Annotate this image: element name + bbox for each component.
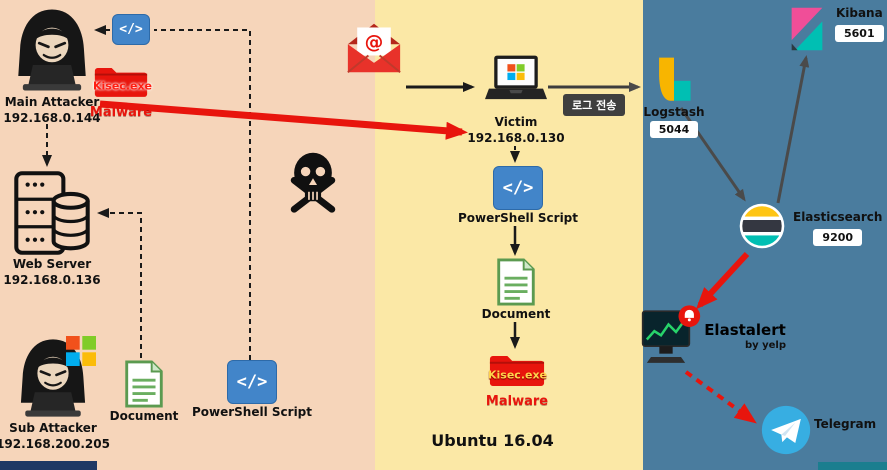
server-database-icon [11, 170, 93, 256]
node-main-attacker: Main Attacker 192.168.0.144 [3, 6, 101, 126]
bottom-left-strip [0, 461, 97, 470]
at-glyph: @ [365, 32, 384, 53]
node-malware-attacker: Kisec.exe Malware [90, 64, 152, 120]
node-victim: Victim 192.168.0.130 [467, 54, 565, 146]
hacker-icon [11, 6, 93, 94]
os-caption: Ubuntu 16.04 [431, 431, 554, 450]
web-server-ip: 192.168.0.136 [3, 273, 101, 287]
node-document-left: Document [110, 360, 178, 424]
document-mid-label: Document [481, 307, 551, 321]
malware-label: Malware [485, 394, 549, 409]
malware-folder-icon: Kisec.exe [93, 64, 153, 104]
document-icon [122, 360, 166, 408]
code-glyph: </> [236, 372, 268, 392]
elastalert-title: Elastalert [704, 321, 786, 339]
telegram-title: Telegram [814, 417, 877, 431]
logstash-icon [649, 56, 699, 104]
code-glyph: </> [119, 22, 143, 37]
malware-label: Malware [89, 105, 153, 120]
skull-icon [286, 150, 340, 214]
node-sub-attacker: Sub Attacker 192.168.200.205 [0, 336, 110, 452]
node-powershell-mid: </> PowerShell Script [458, 166, 578, 226]
windows-logo-icon [66, 336, 96, 366]
main-attacker-title: Main Attacker [4, 95, 100, 109]
malware-file-name: Kisec.exe [488, 368, 548, 382]
phishing-mail-icon: @ [344, 20, 404, 76]
node-document-mid: Document [482, 258, 550, 322]
kibana-title: Kibana [835, 6, 883, 20]
document-left-label: Document [109, 409, 179, 423]
powershell-mid-label: PowerShell Script [457, 211, 579, 225]
powershell-script-icon: </> [493, 166, 543, 210]
document-icon [494, 258, 538, 306]
hacker-icon [14, 336, 96, 420]
malware-file-name: Kisec.exe [93, 79, 153, 93]
web-server-title: Web Server [12, 257, 92, 271]
bottom-right-strip [818, 462, 887, 470]
sub-attacker-ip: 192.168.200.205 [0, 437, 110, 451]
logstash-title: Logstash [643, 105, 705, 119]
code-script-icon: </> [112, 14, 150, 45]
node-malware-victim: Kisec.exe Malware [486, 352, 548, 409]
victim-title: Victim [494, 115, 538, 129]
elasticsearch-icon [738, 202, 786, 250]
kibana-port: 5601 [835, 25, 884, 42]
victim-ip: 192.168.0.130 [467, 131, 565, 145]
main-attacker-ip: 192.168.0.144 [3, 111, 101, 125]
node-elasticsearch: Elasticsearch 9200 [738, 202, 882, 250]
node-logstash: Logstash 5044 [643, 56, 705, 138]
victim-laptop-icon [483, 54, 549, 114]
powershell-left-label: PowerShell Script [191, 405, 313, 419]
malware-folder-icon: Kisec.exe [488, 352, 548, 393]
elasticsearch-title: Elasticsearch [793, 210, 883, 224]
logstash-port: 5044 [649, 121, 699, 138]
node-web-server: Web Server 192.168.0.136 [3, 170, 101, 288]
node-powershell-left: </> PowerShell Script [192, 360, 312, 420]
kibana-icon [786, 6, 828, 52]
node-elastalert: Elastalert by yelp [704, 322, 786, 351]
node-kibana: Kibana 5601 [786, 6, 884, 52]
code-glyph: </> [502, 178, 534, 198]
sub-attacker-title: Sub Attacker [9, 421, 97, 435]
elastalert-subtitle: by yelp [744, 339, 786, 351]
elastalert-monitor-icon [641, 304, 701, 370]
powershell-script-icon: </> [227, 360, 277, 404]
log-transfer-label: 로그 전송 [563, 94, 626, 116]
elasticsearch-port: 9200 [813, 229, 863, 246]
telegram-icon [760, 404, 812, 456]
